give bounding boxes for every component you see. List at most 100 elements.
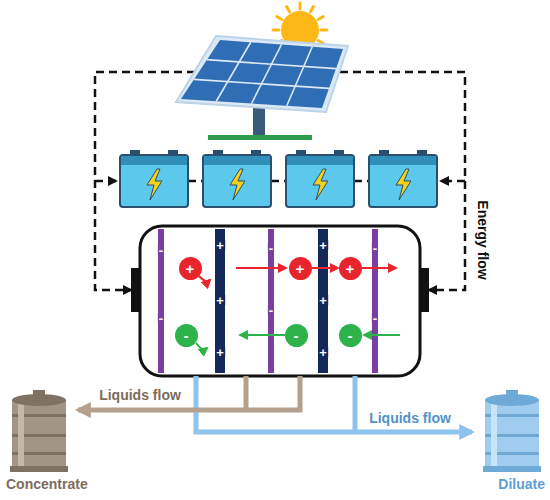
- ion-arrow: [236, 267, 286, 269]
- tank-outline: [481, 390, 543, 474]
- tank-base: [483, 466, 541, 472]
- lightning-bolt: [313, 169, 328, 200]
- sun-ray: [299, 3, 302, 9]
- ion-arrow: [240, 334, 285, 336]
- sun-ray: [311, 7, 314, 12]
- stack-housing: [140, 226, 420, 376]
- membrane-charge: -: [158, 312, 164, 325]
- concentrate-pipe: [78, 376, 300, 410]
- tank-body: [12, 400, 66, 468]
- ion-circle: +: [289, 257, 312, 280]
- battery-top: [121, 156, 187, 165]
- ion-charge: -: [348, 328, 353, 343]
- storage-tank: Diluate: [483, 390, 545, 492]
- ion-charge: -: [184, 328, 189, 343]
- membrane: [268, 229, 274, 373]
- lightning-bolt: [230, 169, 245, 200]
- membrane-charge: -: [158, 244, 164, 257]
- panel-grid-line: [194, 79, 329, 88]
- battery: [286, 150, 354, 207]
- battery-top: [287, 156, 353, 165]
- membrane-charge: -: [372, 242, 378, 255]
- sun-ray: [318, 17, 323, 20]
- tank-body: [485, 400, 539, 468]
- battery: [203, 150, 271, 207]
- panel-base: [208, 135, 312, 140]
- ion-arrow: [199, 276, 210, 281]
- battery-body: [120, 155, 188, 207]
- tank-cap: [506, 390, 518, 395]
- battery-body: [286, 155, 354, 207]
- panel-grid-line: [252, 45, 282, 104]
- ion-charge: +: [296, 261, 305, 276]
- battery-top: [204, 156, 270, 165]
- diluate-pipe: [353, 376, 358, 432]
- membrane: [318, 229, 328, 373]
- sun-ray: [273, 29, 279, 32]
- membrane: [158, 229, 164, 373]
- membrane-charge: +: [318, 346, 328, 359]
- tank-cap: [33, 390, 45, 395]
- membrane-charge: +: [318, 294, 328, 307]
- membrane-charge: +: [215, 346, 225, 359]
- tank-outline: [8, 390, 70, 474]
- ion-arrow: [364, 334, 400, 336]
- tank-lid: [485, 394, 539, 406]
- pipes: [78, 376, 472, 432]
- sun-ray: [321, 29, 327, 32]
- membrane-charge: -: [372, 312, 378, 325]
- membrane-charge: +: [215, 294, 225, 307]
- tank-base: [10, 466, 68, 472]
- sun-ray: [287, 7, 290, 12]
- membrane-charge: -: [268, 304, 274, 317]
- flow-label: Energy flow: [474, 200, 489, 279]
- lightning-bolt: [147, 169, 162, 200]
- panel-grid-line: [216, 42, 251, 101]
- ion-charge: -: [294, 328, 299, 343]
- storage-tank: Concentrate: [6, 390, 88, 492]
- diluate-pipe: [196, 376, 472, 432]
- membrane: [372, 229, 378, 373]
- ion-arrow: [196, 343, 207, 349]
- flow-label: Liquids flow: [369, 411, 451, 426]
- ion-circle: -: [285, 324, 308, 347]
- sun-ray: [277, 17, 282, 20]
- ion-circle: -: [175, 324, 198, 347]
- flow-label: Liquids flow: [99, 388, 181, 403]
- tank-shine: [491, 402, 497, 466]
- tank-lid: [12, 394, 66, 406]
- ion-circle: +: [179, 257, 202, 280]
- panel-grid-line: [207, 60, 336, 69]
- electrodialysis-stack: [131, 226, 429, 376]
- ion-arrow: [312, 267, 338, 269]
- membrane: [215, 229, 225, 373]
- energy-line: [441, 180, 465, 183]
- solar-panel: [176, 36, 348, 140]
- membrane-charge: +: [318, 239, 328, 252]
- membrane-charge: -: [268, 242, 274, 255]
- battery: [369, 150, 437, 207]
- lightning-bolt: [396, 169, 411, 200]
- ion-charge: +: [346, 261, 355, 276]
- concentrate-pipe: [244, 376, 249, 410]
- energy-line: [95, 180, 116, 183]
- panel-post: [253, 104, 265, 138]
- ion-circle: +: [339, 257, 362, 280]
- tank-label: Concentrate: [6, 477, 88, 492]
- panel-grid: [194, 42, 336, 106]
- panel-cells: [181, 40, 343, 108]
- tank-shine: [18, 402, 24, 466]
- panel-grid-line: [287, 47, 313, 106]
- battery: [120, 150, 188, 207]
- batteries: [120, 150, 437, 207]
- membrane-charge: +: [215, 239, 225, 252]
- ion-circle: -: [339, 324, 362, 347]
- panel-frame: [176, 36, 348, 112]
- tank-label: Diluate: [483, 477, 545, 492]
- battery-body: [369, 155, 437, 207]
- battery-top: [370, 156, 436, 165]
- battery-body: [203, 155, 271, 207]
- ion-arrow: [362, 267, 396, 269]
- ion-charge: +: [186, 261, 195, 276]
